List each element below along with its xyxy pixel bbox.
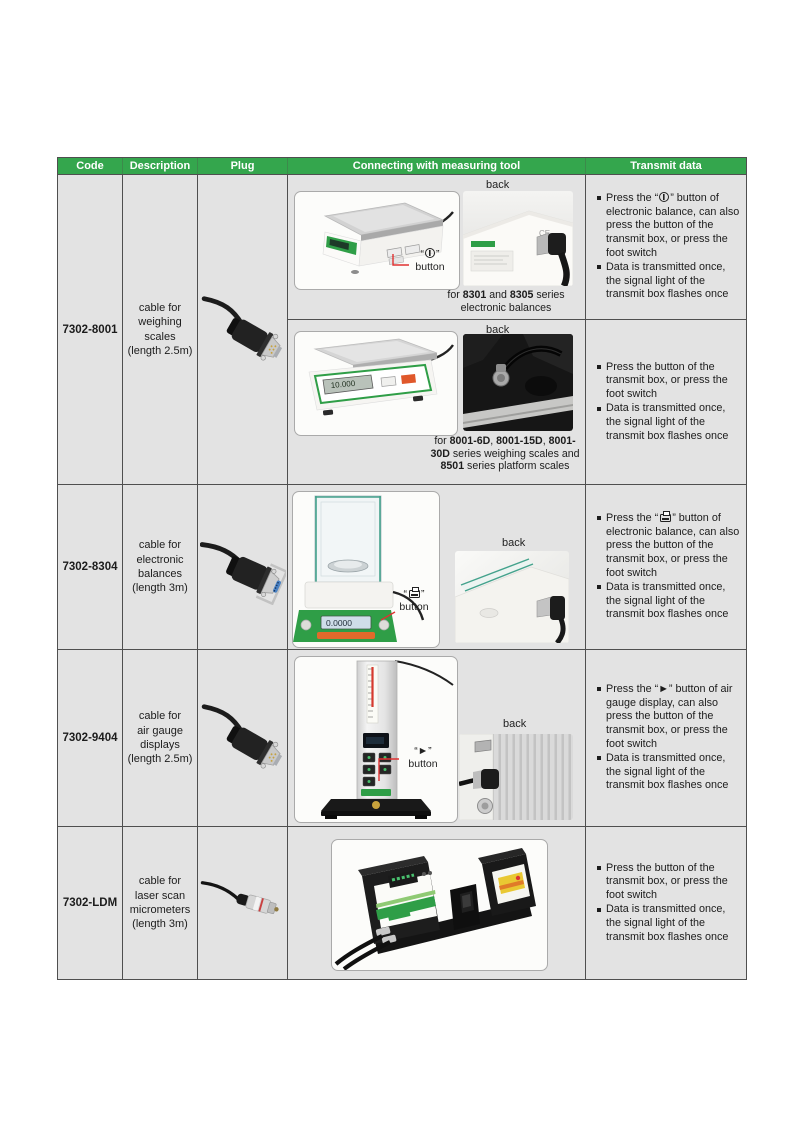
balance-8301-back-photo: CE: [463, 191, 573, 286]
balance-8301-photo: “” button: [294, 191, 460, 290]
transmit-key-icon: [659, 191, 670, 202]
transmit-cell: Press the button of the transmit box, or…: [586, 827, 746, 979]
transmit-instruction: Data is transmitted once, the signal lig…: [597, 581, 741, 622]
db9-serial-plug-female-photo: [199, 542, 286, 605]
plug-cell: [198, 175, 288, 484]
header-connecting: Connecting with measuring tool: [288, 158, 586, 174]
analytical-balance-back-drawing: [455, 551, 569, 643]
table-row-7302-LDM: 7302-LDM cable for laser scan micrometer…: [58, 827, 746, 979]
description-cell: cable for electronic balances (length 3m…: [123, 485, 198, 649]
header-code: Code: [58, 158, 123, 174]
table-row-7302-8304: 7302-8304 cable for electronic balances …: [58, 485, 746, 650]
print-key-button-label: “” button: [399, 587, 429, 614]
subrow-8301-balances: back: [288, 175, 585, 319]
plug-cell: [198, 485, 288, 649]
transmit-instruction: Press the button of the transmit box, or…: [597, 361, 741, 402]
plug-cell: [198, 650, 288, 826]
transmit-instruction: Data is transmitted once, the signal lig…: [597, 261, 741, 302]
table-row-7302-9404: 7302-9404 cable for air gauge displays (…: [58, 650, 746, 827]
transmit-instruction: Data is transmitted once, the signal lig…: [597, 903, 741, 944]
ce-mark: CE: [539, 229, 550, 238]
balance-8301-back-drawing: CE: [463, 191, 573, 286]
db9-serial-plug-male-photo: [201, 295, 282, 360]
back-view-label: back: [486, 324, 510, 336]
scale-8001-drawing: 10.000: [308, 338, 454, 416]
table-header-row: Code Description Plug Connecting with me…: [58, 158, 746, 175]
transmit-key-button-label: “” button: [415, 248, 445, 274]
connecting-cell: “►” button back: [288, 650, 586, 826]
connecting-cell: [288, 827, 586, 979]
balance-lcd-value: 0.0000: [326, 618, 352, 628]
plug-cell: [198, 827, 288, 979]
header-plug: Plug: [198, 158, 288, 174]
balance-8301-drawing: [322, 202, 454, 274]
transmit-instruction: Press the button of the transmit box, or…: [597, 862, 741, 903]
code-cell: 7302-9404: [58, 650, 123, 826]
print-key-icon: [409, 587, 420, 598]
circular-lemo-plug-photo: [200, 881, 279, 915]
transmit-instructions: Press the “►” button of air gauge displa…: [586, 683, 746, 794]
subrow-8001-scales: back 10.000: [288, 319, 585, 484]
air-gauge-back-photo: [459, 734, 573, 820]
transmit-key-icon: [425, 248, 435, 258]
code-cell: 7302-8304: [58, 485, 123, 649]
transmit-instructions: Press the “” button of electronic balanc…: [586, 191, 746, 303]
laser-scan-micrometer-drawing: [334, 848, 536, 970]
db9-serial-plug-male-photo: [201, 704, 282, 769]
caption-8301-8305: for 8301 and 8305 series electronic bala…: [447, 289, 565, 314]
product-table: Code Description Plug Connecting with me…: [57, 157, 747, 980]
description-cell: cable for weighing scales (length 2.5m): [123, 175, 198, 484]
air-gauge-display-drawing: [321, 660, 454, 819]
laser-scan-micrometer-photo: [331, 839, 548, 971]
transmit-instructions: Press the button of the transmit box, or…: [586, 361, 746, 444]
transmit-instruction: Press the “” button of electronic balanc…: [597, 191, 741, 261]
transmit-cell: Press the “►” button of air gauge displa…: [586, 650, 746, 826]
back-view-label: back: [502, 537, 526, 549]
transmit-instruction: Data is transmitted once, the signal lig…: [597, 402, 741, 443]
transmit-cell: Press the “” button of electronic balanc…: [586, 175, 746, 484]
scale-8001-photo: 10.000: [294, 331, 458, 436]
air-gauge-back-drawing: [459, 734, 573, 820]
header-transmit: Transmit data: [630, 160, 702, 172]
caption-8001-8501: for 8001-6D, 8001-15D, 8001-30D series w…: [430, 435, 580, 473]
description-cell: cable for air gauge displays (length 2.5…: [123, 650, 198, 826]
analytical-balance-back-photo: [455, 551, 569, 643]
transmit-instruction: Press the “►” button of air gauge displa…: [597, 683, 741, 752]
scale-8001-back-photo: [463, 334, 573, 431]
header-description: Description: [123, 158, 198, 174]
code-cell: 7302-LDM: [58, 827, 123, 979]
transmit-cell: Press the “” button of electronic balanc…: [586, 485, 746, 649]
connecting-cell: 0.0000 “” button back: [288, 485, 586, 649]
back-view-label: back: [503, 718, 527, 730]
table-row-7302-8001: 7302-8001 cable for weighing scales (len…: [58, 175, 746, 485]
start-key-button-label: “►” button: [408, 745, 438, 771]
subrow-divider: [288, 319, 746, 320]
transmit-instructions: Press the “” button of electronic balanc…: [586, 510, 746, 623]
scale-8001-back-drawing: [463, 334, 573, 431]
back-view-label: back: [486, 179, 510, 191]
transmit-instructions: Press the button of the transmit box, or…: [586, 862, 746, 945]
transmit-instruction: Press the “” button of electronic balanc…: [597, 510, 741, 581]
scale-lcd-value: 10.000: [330, 379, 356, 390]
air-gauge-display-photo: “►” button: [294, 656, 458, 823]
analytical-balance-photo: 0.0000 “” button: [292, 491, 440, 648]
print-key-icon: [660, 510, 672, 522]
analytical-balance-drawing: 0.0000: [293, 495, 425, 642]
transmit-instruction: Data is transmitted once, the signal lig…: [597, 752, 741, 793]
code-cell: 7302-8001: [58, 175, 123, 484]
description-cell: cable for laser scan micrometers (length…: [123, 827, 198, 979]
connecting-cell: back: [288, 175, 586, 484]
